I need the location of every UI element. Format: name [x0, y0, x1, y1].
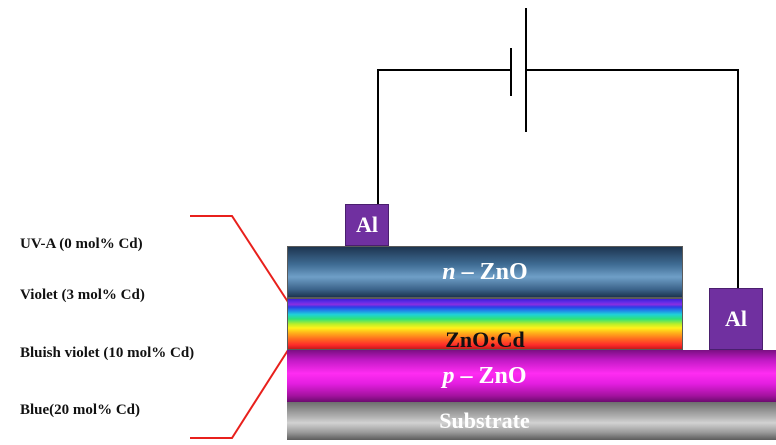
- emission-label-violet: Violet (3 mol% Cd): [20, 287, 145, 303]
- emission-label-bluish-violet: Bluish violet (10 mol% Cd): [20, 345, 195, 361]
- n-zno-layer: n – ZnO: [287, 246, 683, 298]
- emission-label-blue: Blue(20 mol% Cd): [20, 402, 140, 418]
- zno-cd-label: ZnO:Cd: [445, 327, 525, 352]
- al-contact-top: Al: [345, 204, 389, 246]
- p-zno-label: p – ZnO: [442, 362, 527, 389]
- p-zno-layer: p – ZnO: [287, 350, 776, 402]
- wire-left: [377, 69, 510, 204]
- zno-cd-layer: ZnO:Cd: [287, 298, 683, 352]
- emission-label-uva: UV-A (0 mol% Cd): [20, 236, 143, 252]
- al-contact-right: Al: [709, 288, 763, 350]
- n-zno-label: n – ZnO: [442, 258, 528, 285]
- bracket-lower: [190, 346, 291, 439]
- wire-right: [526, 69, 739, 288]
- bracket-upper: [190, 215, 289, 303]
- substrate-label: Substrate: [439, 408, 530, 433]
- substrate-layer: Substrate: [287, 402, 776, 440]
